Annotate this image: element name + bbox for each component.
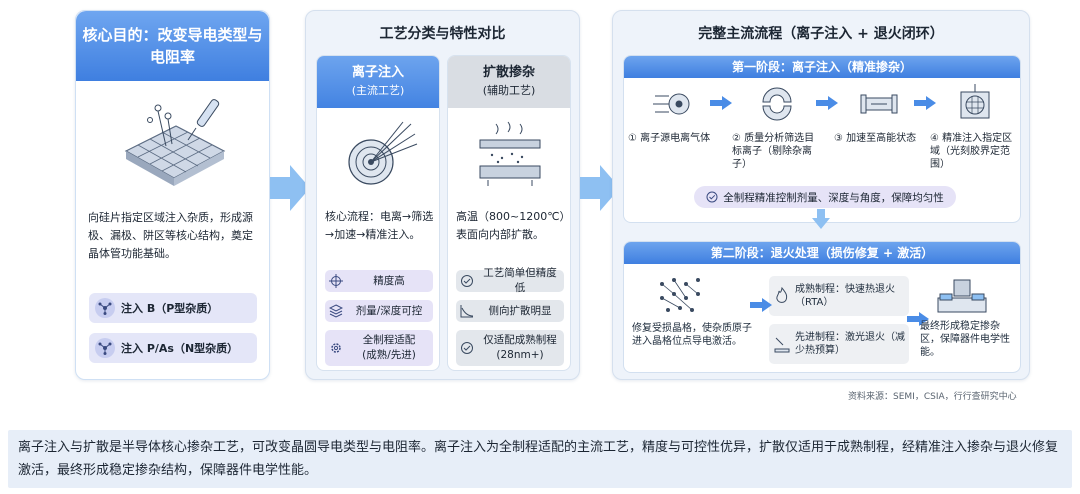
check-circle-icon — [461, 275, 473, 287]
flow-arrow-icon — [270, 165, 310, 211]
feature-precision: 精度高 — [325, 270, 433, 292]
check-circle-icon — [706, 191, 718, 203]
lattice-icon — [660, 278, 700, 312]
feature-lateral-diffusion: 侧向扩散明显 — [456, 300, 564, 322]
flame-icon — [776, 287, 788, 303]
layers-icon — [329, 304, 343, 318]
flow-arrow-icon — [580, 165, 620, 211]
diffusion-column: 扩散掺杂 (辅助工艺) 高温（800~1200℃）表面向内部扩散。 工艺简单但精… — [447, 55, 571, 371]
stage-two-title: 第二阶段：退火处理（损伤修复 + 激活） — [624, 242, 1020, 264]
diffusion-header: 扩散掺杂 (辅助工艺) — [448, 56, 570, 108]
ion-implant-subtitle: (主流工艺) — [351, 84, 405, 97]
ion-implant-header: 离子注入 (主流工艺) — [317, 56, 439, 108]
final-doped-region: 最终形成稳定掺杂区，保障器件电学性能。 — [920, 272, 1015, 359]
laser-anneal-option: 先进制程：激光退火（减少热预算） — [769, 324, 909, 364]
purpose-panel: 核心目的：改变导电类型与电阻率 向硅片指定区域注入杂质，形成源极、漏极、阱区等核… — [75, 10, 270, 380]
wafer-grid-illustration — [124, 99, 226, 186]
stage-two: 第二阶段：退火处理（损伤修复 + 激活） 修复受损晶格，使杂质原子进入晶格位点导… — [623, 241, 1021, 373]
molecule-icon — [95, 338, 115, 358]
full-process-control-chip: 全制程精准控制剂量、深度与角度，保障均匀性 — [694, 186, 956, 208]
summary-text: 离子注入与扩散是半导体核心掺杂工艺，可改变晶圆导电类型与电阻率。离子注入为全制程… — [8, 430, 1072, 488]
step-arrow-icon — [710, 96, 732, 110]
transistor-icon — [937, 279, 987, 313]
step-arrow-icon — [907, 312, 929, 326]
dopant-boron-label: 注入 B（P型杂质） — [121, 302, 219, 315]
step-precise-implant: ④ 精准注入指定区域（光刻胶界定范围） — [930, 84, 1020, 171]
gear-icon — [331, 343, 341, 353]
feature-mature-only: 仅适配成熟制程 (28nm+) — [456, 330, 564, 366]
magnet-icon — [762, 87, 792, 121]
crosshair-icon — [329, 274, 343, 288]
process-title: 完整主流流程（离子注入 + 退火闭环） — [698, 26, 944, 42]
curve-chart-icon — [460, 305, 474, 318]
wafer-target-icon — [960, 84, 990, 119]
stage-down-arrow-icon — [812, 209, 830, 229]
step-arrow-icon — [914, 96, 936, 110]
diffusion-title: 扩散掺杂 — [482, 65, 535, 80]
stage-one: 第一阶段：离子注入（精准掺杂） ① 离子源电离气体 ② 质量分析筛选目标离子（剔… — [623, 55, 1021, 223]
rta-option: 成熟制程：快速热退火（RTA） — [769, 276, 909, 316]
step-mass-analysis: ② 质量分析筛选目标离子（剔除杂离子） — [732, 84, 822, 171]
ion-source-icon — [653, 93, 690, 115]
feature-simple-low-precision: 工艺简单但精度低 — [456, 267, 564, 294]
dopant-phosphorus-chip: 注入 P/As（N型杂质） — [89, 333, 257, 363]
step-arrow-icon — [816, 96, 838, 110]
stage-one-title: 第一阶段：离子注入（精准掺杂） — [624, 56, 1020, 78]
data-source: 资料来源：SEMI，CSIA，行行查研究中心 — [848, 392, 1017, 402]
diffusion-subtitle: (辅助工艺) — [482, 84, 536, 97]
process-panel: 完整主流流程（离子注入 + 退火闭环） 第一阶段：离子注入（精准掺杂） ① 离子… — [612, 10, 1030, 380]
target-beam-illustration — [348, 121, 418, 185]
furnace-illustration — [479, 121, 541, 186]
step-acceleration: ③ 加速至高能状态 — [834, 84, 924, 145]
feature-dose-control: 剂量/深度可控 — [325, 300, 433, 322]
check-circle-icon — [461, 342, 473, 354]
diffusion-description: 高温（800~1200℃）表面向内部扩散。 — [456, 210, 566, 241]
lattice-repair: 修复受损晶格，使杂质原子进入晶格位点导电激活。 — [632, 270, 754, 348]
purpose-title: 核心目的：改变导电类型与电阻率 — [76, 11, 269, 81]
dopant-phosphorus-label: 注入 P/As（N型杂质） — [121, 342, 239, 355]
ion-implant-title: 离子注入 — [351, 65, 404, 80]
comparison-title: 工艺分类与特性对比 — [379, 26, 506, 42]
dopant-boron-chip: 注入 B（P型杂质） — [89, 293, 257, 323]
ion-implant-description: 核心流程：电离→筛选→加速→精准注入。 — [325, 210, 434, 241]
laser-icon — [774, 337, 790, 353]
accelerator-tube-icon — [860, 94, 898, 114]
ion-implant-column: 离子注入 (主流工艺) 核心流程：电离→筛选→加速→精准注入。 精度高 剂量/深… — [316, 55, 440, 371]
step-arrow-icon — [750, 298, 772, 312]
step-ion-source: ① 离子源电离气体 — [628, 84, 718, 145]
purpose-description: 向硅片指定区域注入杂质，形成源极、漏极、阱区等核心结构，奠定晶体管功能基础。 — [88, 211, 253, 260]
feature-all-nodes: 全制程适配 (成熟/先进) — [325, 330, 433, 366]
molecule-icon — [95, 298, 115, 318]
comparison-panel: 工艺分类与特性对比 离子注入 (主流工艺) 核心流程：电离→筛选→加速→精准注入… — [305, 10, 580, 380]
